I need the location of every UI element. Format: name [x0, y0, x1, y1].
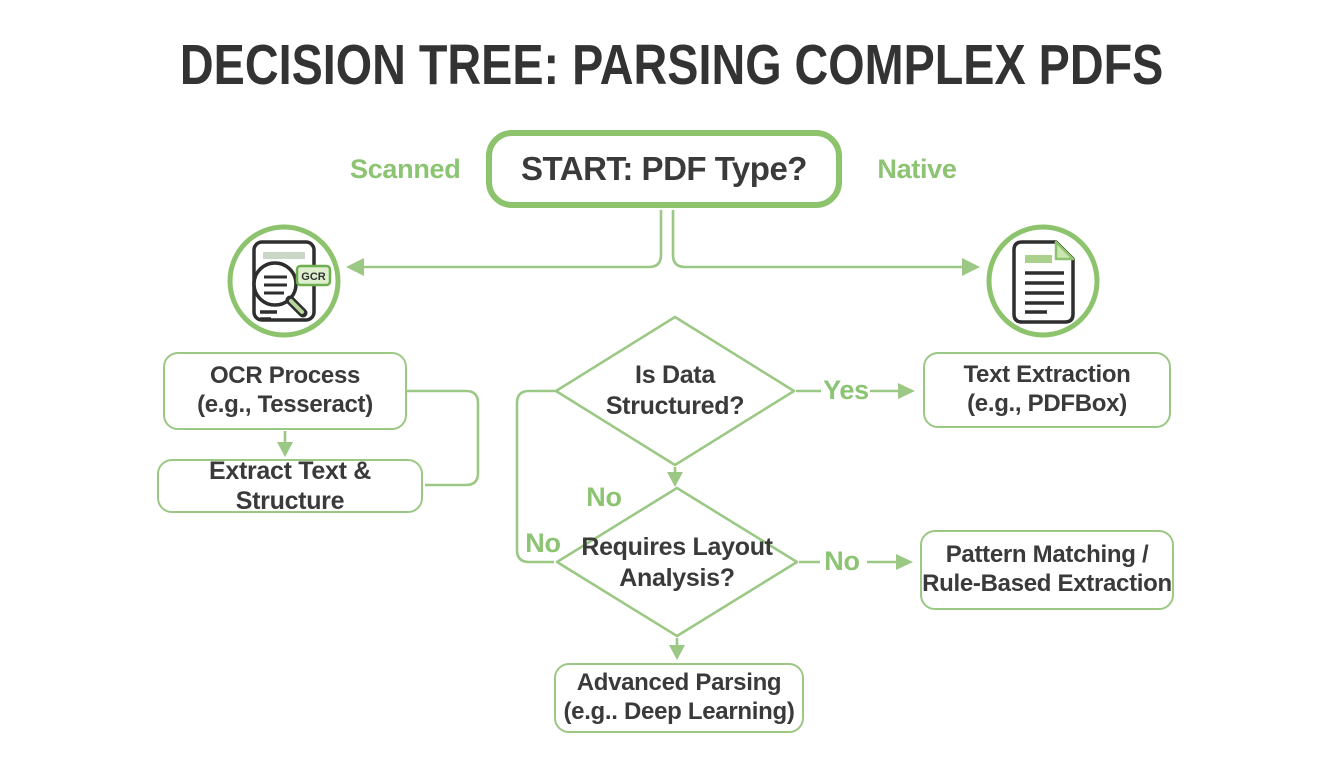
decision-layout-label: Requires Layout Analysis?	[577, 530, 777, 596]
page-title-wrap: DECISION TREE: PARSING COMPLEX PDFS	[0, 32, 1344, 98]
node-advanced-parsing-line2: (e.g.. Deep Learning)	[563, 698, 795, 725]
edge-start-to-native	[671, 210, 962, 269]
arrowhead-yes	[898, 383, 915, 399]
edge-label-no-left: No	[525, 528, 561, 558]
decision-structured-line1: Is Data	[635, 360, 715, 389]
edge-ocr-loop	[407, 389, 480, 487]
node-text-extraction-line1: Text Extraction	[963, 361, 1131, 389]
node-advanced-parsing: Advanced Parsing (e.g.. Deep Learning)	[554, 663, 804, 733]
decision-layout-line1: Requires Layout	[581, 532, 773, 561]
start-node: START: PDF Type?	[486, 130, 842, 208]
node-advanced-parsing-line1: Advanced Parsing	[576, 669, 782, 697]
node-ocr-process-line2: (e.g., Tesseract)	[197, 391, 373, 418]
node-pattern-matching-line1: Pattern Matching /	[945, 541, 1149, 569]
node-pattern-matching: Pattern Matching / Rule-Based Extraction	[920, 530, 1174, 610]
edge-label-no-right: No	[824, 546, 860, 576]
arrowhead-no-center	[667, 472, 683, 487]
edge-no-left-route	[515, 389, 556, 564]
scanned-document-icon: GCR	[227, 224, 341, 338]
arrowhead-ocr-down	[277, 442, 293, 457]
node-extract-text: Extract Text & Structure	[157, 457, 423, 515]
node-text-extraction: Text Extraction (e.g., PDFBox)	[923, 352, 1171, 428]
native-document-icon	[986, 224, 1100, 338]
edge-label-yes: Yes	[823, 375, 869, 405]
branch-label-native: Native	[877, 154, 957, 184]
arrowhead-left	[346, 258, 364, 276]
arrowhead-advanced	[669, 645, 685, 660]
arrowhead-no-right	[896, 554, 913, 570]
node-extract-text-line1: Extract Text & Structure	[208, 457, 372, 515]
node-ocr-process: OCR Process (e.g., Tesseract)	[163, 352, 407, 430]
decision-diamond-layout	[555, 486, 799, 638]
node-text-extraction-line2: (e.g., PDFBox)	[967, 390, 1127, 417]
decision-structured-line2: Structured?	[605, 392, 745, 420]
edge-label-no-center: No	[586, 482, 622, 512]
branch-label-scanned: Scanned	[350, 154, 461, 184]
decision-structured-label: Is Data Structured?	[575, 358, 775, 424]
page-title: DECISION TREE: PARSING COMPLEX PDFS	[180, 33, 1164, 97]
decision-layout-line2: Analysis?	[619, 564, 735, 592]
start-node-label: START: PDF Type?	[521, 150, 807, 187]
node-pattern-matching-line2: Rule-Based Extraction	[922, 570, 1172, 597]
ocr-badge-label: GCR	[301, 271, 326, 283]
decision-diamond-structured	[554, 315, 796, 467]
arrowhead-right	[962, 258, 980, 276]
edge-start-to-scanned	[362, 210, 663, 269]
node-ocr-process-line1: OCR Process	[209, 362, 361, 390]
